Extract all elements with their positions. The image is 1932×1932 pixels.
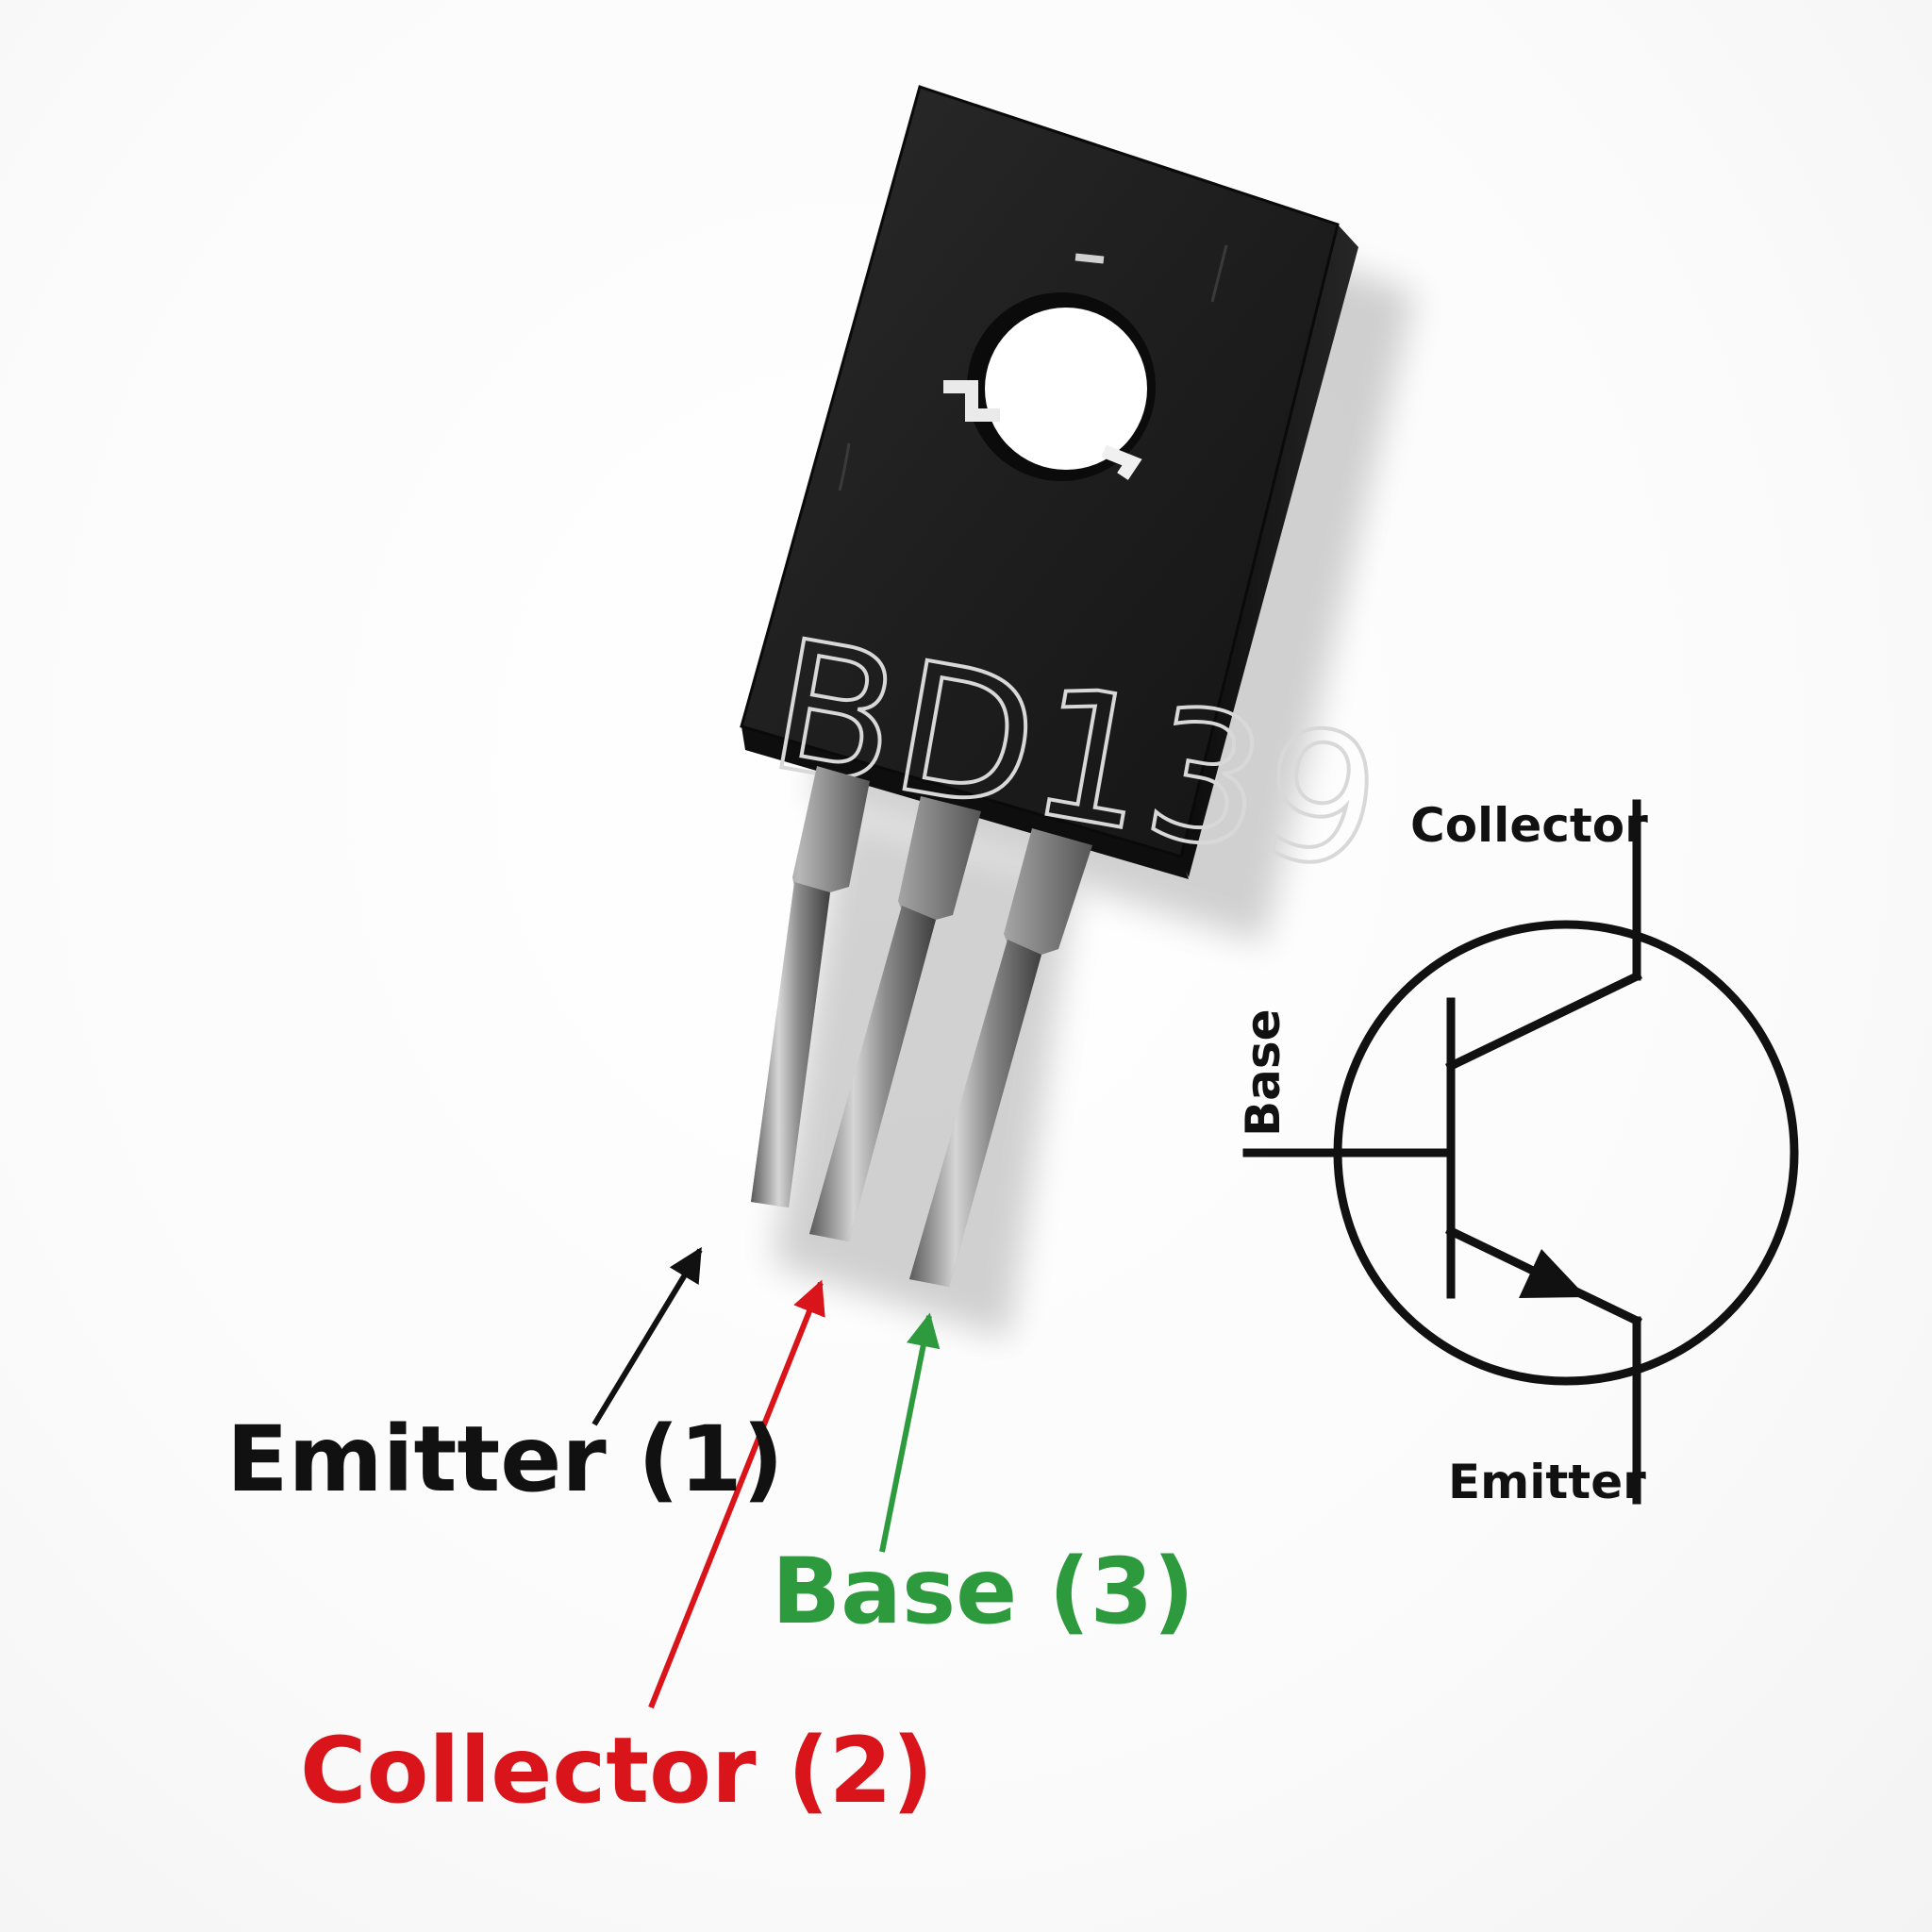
npn-transistor-symbol <box>1242 799 1799 1505</box>
package-notch-mark <box>1074 253 1105 264</box>
base-arrow <box>879 1312 941 1553</box>
symbol-collector-diagonal <box>1444 970 1643 1073</box>
lead-base <box>909 828 1092 1287</box>
lead-collector <box>809 796 981 1241</box>
symbol-base-label: Base <box>1236 1008 1291 1137</box>
collector-pin-label: Collector (2) <box>300 1718 933 1824</box>
transistor-leads <box>751 766 1092 1287</box>
lead-emitter <box>751 766 870 1208</box>
emitter-arrow <box>591 1246 703 1426</box>
symbol-emitter-label: Emitter <box>1448 1455 1646 1509</box>
collector-arrow <box>648 1279 825 1709</box>
symbol-emitter-arrow-icon <box>1519 1249 1587 1298</box>
emitter-pin-label: Emitter (1) <box>226 1407 784 1512</box>
mounting-hole <box>943 292 1156 481</box>
base-pin-label: Base (3) <box>772 1539 1194 1644</box>
symbol-collector-label: Collector <box>1410 798 1648 853</box>
pin-arrows <box>591 1246 941 1709</box>
package-side-face <box>1179 225 1358 877</box>
